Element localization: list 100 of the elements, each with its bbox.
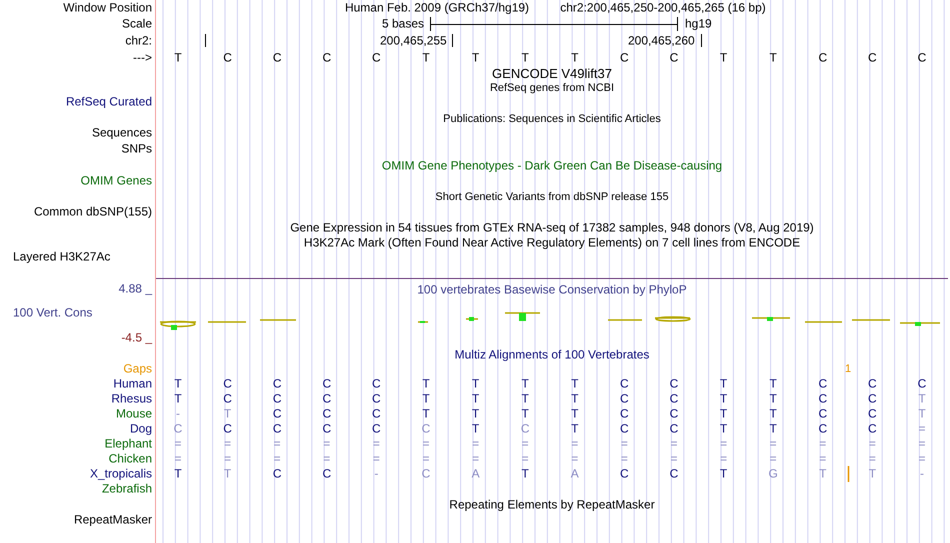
assembly-label: Human Feb. 2009 (GRCh37/hg19): [344, 1, 530, 15]
base-letter: T: [770, 51, 777, 65]
position-label: chr2:200,465,250-200,465,265 (16 bp): [560, 1, 766, 15]
base-letter: =: [868, 437, 876, 451]
base-letter: =: [918, 437, 926, 451]
base-letter: =: [868, 452, 876, 466]
base-letter: =: [819, 452, 826, 466]
base-letter: C: [272, 407, 282, 421]
base-letter: C: [670, 407, 678, 421]
base-letter: T: [224, 467, 232, 481]
base-letter: C: [620, 392, 629, 406]
base-letter: =: [372, 452, 380, 466]
base-letter: C: [670, 422, 678, 436]
gap-count: 1: [844, 362, 852, 376]
base-letter: C: [272, 392, 282, 406]
track-label: Scale: [122, 17, 152, 31]
base-letter: T: [522, 51, 529, 65]
base-letter: =: [620, 437, 628, 451]
base-letter: =: [670, 452, 678, 466]
track-title: Gene Expression in 54 tissues from GTEx RNA-seq of 17382 samples, 948 donors (V8, Aug 2019): [290, 221, 814, 235]
base-letter: C: [818, 407, 828, 421]
track-title: H3K27Ac Mark (Often Found Near Active Regulatory Elements) on 7 cell lines from ENCODE: [304, 236, 800, 250]
base-letter: C: [520, 422, 530, 436]
track-label: Layered H3K27Ac: [13, 250, 110, 264]
base-letter: C: [422, 422, 430, 436]
base-letter: T: [174, 392, 182, 406]
track-title: 100 vertebrates Basewise Conservation by PhyloP: [417, 283, 687, 297]
track-label: RepeatMasker: [74, 513, 152, 527]
track-title: Repeating Elements by RepeatMasker: [449, 498, 655, 512]
base-letter: C: [670, 51, 678, 65]
base-letter: =: [472, 452, 480, 466]
base-letter: C: [272, 467, 282, 481]
base-letter: =: [174, 437, 182, 451]
base-letter: C: [918, 51, 926, 65]
base-letter: C: [322, 407, 332, 421]
base-letter: T: [522, 392, 529, 406]
species-label: Rhesus: [111, 392, 152, 406]
base-letter: C: [818, 392, 828, 406]
track-title: Multiz Alignments of 100 Vertebrates: [454, 348, 650, 362]
base-letter: C: [868, 407, 877, 421]
scale-label: 5 bases: [382, 17, 424, 31]
base-letter: T: [224, 407, 232, 421]
base-letter: C: [223, 392, 232, 406]
base-letter: C: [372, 422, 381, 436]
strand-label: --->: [133, 51, 152, 65]
base-letter: =: [422, 437, 430, 451]
base-letter: T: [472, 392, 480, 406]
base-letter: =: [174, 452, 182, 466]
axis-value: -4.5 _: [121, 331, 152, 345]
base-letter: C: [818, 422, 828, 436]
base-letter: T: [571, 51, 578, 65]
base-letter: C: [620, 467, 629, 481]
track-title: Short Genetic Variants from dbSNP release 155: [435, 190, 669, 204]
base-letter: T: [571, 422, 578, 436]
track-label: SNPs: [121, 142, 152, 156]
base-letter: =: [323, 452, 330, 466]
track-label: Zebrafish: [102, 482, 152, 496]
base-letter: C: [223, 377, 232, 391]
base-letter: =: [224, 452, 232, 466]
base-letter: C: [620, 51, 629, 65]
base-letter: T: [720, 422, 728, 436]
base-letter: T: [770, 377, 777, 391]
base-letter: C: [670, 392, 678, 406]
base-letter: C: [620, 422, 629, 436]
base-letter: =: [571, 452, 578, 466]
base-letter: =: [918, 422, 926, 436]
base-letter: T: [720, 467, 728, 481]
base-letter: T: [770, 407, 777, 421]
assembly-label: hg19: [685, 17, 712, 31]
base-letter: =: [918, 452, 926, 466]
base-letter: C: [223, 422, 232, 436]
base-letter: T: [422, 377, 430, 391]
base-letter: T: [472, 407, 480, 421]
base-letter: C: [223, 51, 232, 65]
base-letter: C: [918, 377, 926, 391]
base-letter: C: [322, 467, 332, 481]
base-letter: T: [422, 392, 430, 406]
base-letter: T: [174, 467, 182, 481]
track-label: Gaps: [123, 362, 152, 376]
base-letter: T: [918, 392, 926, 406]
base-letter: T: [868, 467, 876, 481]
base-letter: =: [720, 452, 728, 466]
base-letter: =: [571, 437, 578, 451]
base-letter: T: [472, 422, 480, 436]
base-letter: T: [918, 407, 926, 421]
base-letter: T: [819, 467, 826, 481]
base-letter: C: [868, 377, 877, 391]
base-letter: =: [522, 437, 529, 451]
base-letter: T: [571, 377, 578, 391]
species-label: X_tropicalis: [90, 467, 152, 481]
base-letter: C: [620, 407, 629, 421]
base-letter: G: [768, 467, 778, 481]
base-letter: -: [920, 467, 924, 481]
base-letter: C: [322, 377, 332, 391]
base-letter: C: [272, 422, 282, 436]
coordinate-label: 200,465,260: [628, 34, 695, 48]
base-letter: T: [770, 422, 777, 436]
base-letter: =: [770, 437, 777, 451]
track-title: OMIM Gene Phenotypes - Dark Green Can Be Disease-causing: [382, 159, 722, 173]
base-letter: C: [670, 467, 678, 481]
